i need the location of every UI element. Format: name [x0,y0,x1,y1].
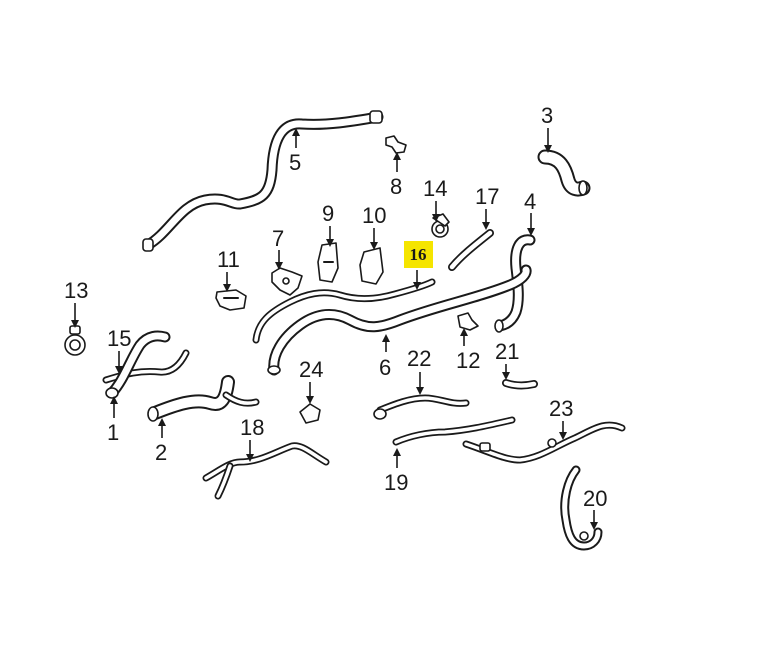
callout-labels: 1 2 3 4 5 6 7 8 9 10 11 12 13 14 15 16 1… [64,103,607,511]
leader-arrowhead-9 [326,239,334,247]
leader-arrowhead-21 [502,372,510,380]
leader-arrowhead-8 [393,152,401,160]
callout-16-highlight [404,241,433,268]
part-13-clamp [64,325,86,356]
part-9-bracket [317,242,339,283]
callout-24: 24 [299,357,323,382]
leader-arrowhead-18 [246,454,254,462]
leader-arrowhead-20 [590,522,598,530]
callout-6: 6 [379,355,391,380]
callout-9: 9 [322,201,334,226]
part-12-clip [457,312,479,331]
callout-11: 11 [217,247,240,272]
leader-arrowhead-2 [158,418,166,426]
part-23-tube [462,421,626,464]
part-19-tube [392,416,516,446]
callout-8: 8 [390,174,402,199]
callout-18: 18 [240,415,264,440]
leader-arrowhead-12 [460,328,468,336]
callout-7: 7 [272,226,284,251]
callout-17: 17 [475,184,499,209]
callout-16: 16 [410,245,427,264]
callout-2: 2 [155,440,167,465]
part-24-clamp [299,403,321,424]
leader-arrowhead-14 [432,214,440,222]
callout-1: 1 [107,420,119,445]
callout-14: 14 [423,176,447,201]
leader-arrowhead-6 [382,334,390,342]
callout-12: 12 [456,348,480,373]
leader-arrowhead-13 [71,320,79,328]
part-4-hose [494,234,536,333]
leader-arrowhead-24 [306,396,314,404]
part-17-hose [448,229,494,271]
part-20-hose [560,465,603,551]
callout-3: 3 [541,103,553,128]
part-2-hose [147,375,260,422]
part-5-hose [142,110,384,252]
leader-arrowhead-5 [292,128,300,136]
leader-arrows [71,128,598,530]
callout-10: 10 [362,203,386,228]
part-3-hose [537,149,591,197]
callout-4: 4 [524,189,536,214]
leader-arrowhead-23 [559,432,567,440]
leader-arrowhead-19 [393,448,401,456]
part-22-tube [373,394,470,420]
part-7-bracket [271,267,303,296]
callout-19: 19 [384,470,408,495]
leader-arrowhead-15 [115,366,123,374]
part-11-clip [215,289,247,311]
callout-13: 13 [64,278,88,303]
part-16-tube [252,278,436,344]
part-18-tube [202,442,330,500]
leader-arrowhead-3 [544,145,552,153]
leader-arrowhead-17 [482,222,490,230]
callout-5: 5 [289,150,301,175]
callout-22: 22 [407,346,431,371]
part-6-hose [267,264,532,376]
part-8-clamp [385,135,407,154]
leader-arrowhead-4 [527,228,535,236]
part-21-hose [502,379,538,390]
part-10-bracket [359,247,384,285]
leader-arrowhead-11 [223,284,231,292]
callout-15: 15 [107,326,131,351]
callout-20: 20 [583,486,607,511]
leader-arrowhead-10 [370,242,378,250]
leader-arrowhead-22 [416,387,424,395]
leader-arrowhead-1 [110,396,118,404]
leader-arrowhead-7 [275,262,283,270]
part-1-hose [105,330,171,399]
callout-21: 21 [495,339,519,364]
callout-23: 23 [549,396,573,421]
leader-arrowhead-16 [413,282,421,290]
